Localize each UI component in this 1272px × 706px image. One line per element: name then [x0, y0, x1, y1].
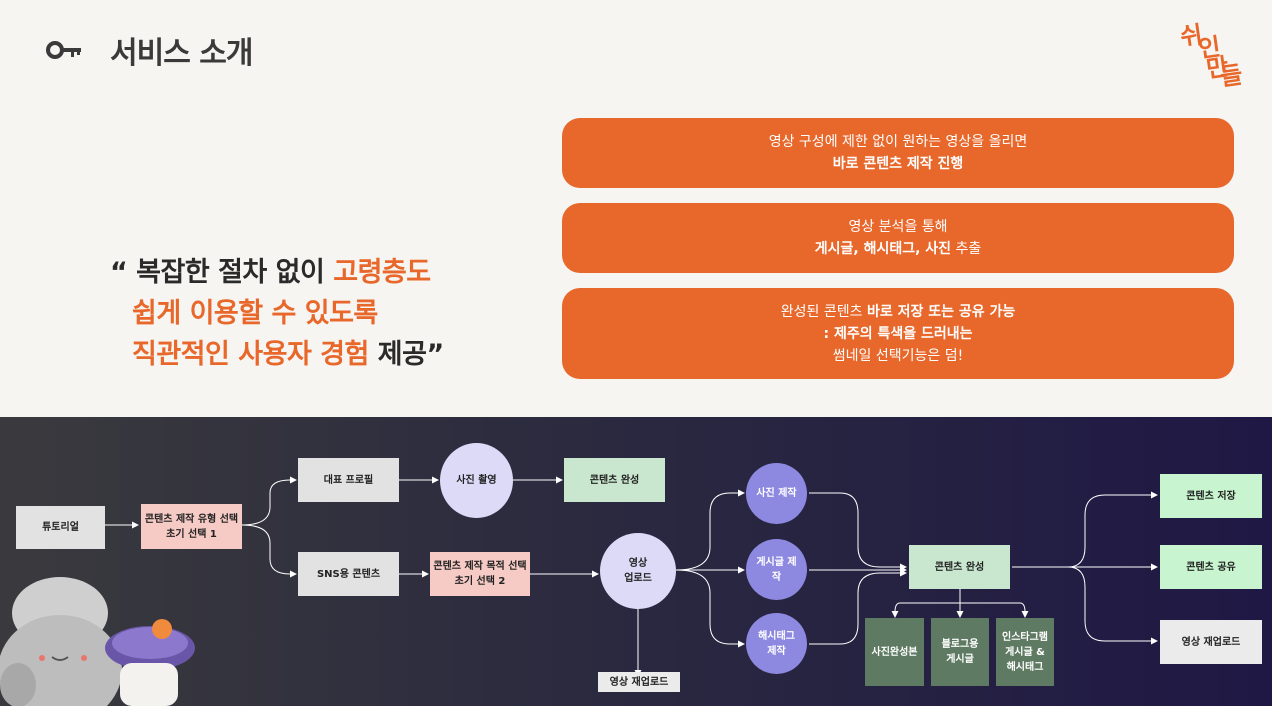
node-label: 영상 — [628, 558, 648, 569]
node-label: 영상 재업로드 — [609, 676, 669, 688]
node-label: 사진 제작 — [756, 488, 797, 499]
flow-node-post-make: 게시글 제 작 — [746, 539, 807, 600]
node-label: 해시태그 — [758, 630, 795, 642]
node-label: 콘텐츠 공유 — [1186, 561, 1236, 573]
flow-node-reupload-bottom: 영상 재업로드 — [598, 672, 680, 692]
node-label: 콘텐츠 저장 — [1186, 490, 1236, 502]
flow-node-save: 콘텐츠 저장 — [1160, 474, 1262, 518]
node-label: 인스타그램 — [1002, 631, 1048, 643]
page-title: 서비스 소개 — [110, 36, 253, 71]
feature-text-bold: 바로 저장 또는 공유 가능 — [866, 303, 1016, 320]
flow-node-hashtag-make: 해시태그 제작 — [746, 613, 807, 674]
node-label: 블로그용 — [941, 639, 979, 650]
flow-node-content-done-mid: 콘텐츠 완성 — [909, 545, 1010, 589]
node-label: 콘텐츠 제작 목적 선택 — [433, 561, 527, 572]
node-label: 콘텐츠 제작 유형 선택 — [144, 513, 239, 525]
flow-node-photo-final: 사진완성본 — [865, 618, 924, 686]
feature-card: 영상 구성에 제한 없이 원하는 영상을 올리면 바로 콘텐츠 제작 진행 — [562, 118, 1234, 188]
key-icon — [46, 41, 81, 59]
flow-node-insta-post: 인스타그램 게시글 & 해시태그 — [996, 618, 1054, 686]
quote-highlight: 쉽게 이용할 수 있도록 — [132, 298, 378, 329]
service-quote: “ 복잡한 절차 없이 고령층도 쉽게 이용할 수 있도록 직관적인 사용자 경… — [110, 252, 444, 375]
flow-node-tutorial: 튜토리얼 — [16, 506, 105, 549]
node-label: 사진완성본 — [871, 646, 918, 658]
node-label: SNS용 콘텐츠 — [316, 568, 381, 580]
flow-node-share: 콘텐츠 공유 — [1160, 545, 1262, 589]
node-label: 초기 선택 1 — [166, 528, 217, 540]
flow-node-type-select: 콘텐츠 제작 유형 선택 초기 선택 1 — [141, 504, 242, 549]
quote-highlight: 고령층도 — [333, 257, 431, 288]
feature-text: 추출 — [951, 241, 982, 257]
flow-node-blog-post: 블로그용 게시글 — [931, 618, 989, 686]
flow-node-profile: 대표 프로필 — [298, 458, 399, 502]
node-label: 초기 선택 2 — [454, 576, 506, 587]
node-label: 대표 프로필 — [323, 474, 374, 486]
node-label: 작 — [771, 571, 782, 583]
flow-node-photo-shoot: 사진 촬영 — [440, 443, 513, 518]
intro-section: 서비스 소개 쉬 인 만 들 “ 복잡한 절차 없이 고령층도 쉽게 이용할 수… — [46, 14, 1245, 379]
flow-node-content-done-top: 콘텐츠 완성 — [564, 458, 665, 502]
quote-close: 제공” — [368, 339, 444, 370]
logo-char: 들 — [1218, 60, 1245, 92]
node-label: 영상 재업로드 — [1181, 636, 1241, 648]
node-label: 게시글 — [946, 654, 974, 665]
feature-card: 완성된 콘텐츠 바로 저장 또는 공유 가능 : 제주의 특색을 드러내는 썸네… — [562, 288, 1234, 379]
mascot-illustration — [0, 577, 195, 706]
node-label: 해시태그 — [1006, 661, 1044, 673]
node-label: 콘텐츠 완성 — [589, 474, 640, 486]
flow-diagram: 튜토리얼 콘텐츠 제작 유형 선택 초기 선택 1 대표 프로필 SNS용 콘텐… — [0, 417, 1272, 706]
quote-open: “ 복잡한 절차 없이 — [110, 257, 334, 288]
feature-text-bold: 게시글, 해시태그, 사진 — [814, 241, 952, 257]
feature-text: 영상 구성에 제한 없이 원하는 영상을 올리면 — [768, 134, 1028, 150]
feature-text: 썸네일 선택기능은 덤! — [832, 347, 964, 364]
node-label: 게시글 제 — [756, 556, 797, 568]
flow-connectors — [105, 476, 1158, 677]
feature-text-bold: : 제주의 특색을 드러내는 — [823, 325, 973, 342]
feature-card: 영상 분석을 통해 게시글, 해시태그, 사진 추출 — [562, 203, 1234, 273]
node-label: 게시글 & — [1005, 646, 1045, 658]
node-label: 업로드 — [624, 573, 652, 584]
logo: 쉬 인 만 들 — [1176, 14, 1245, 92]
node-label: 제작 — [767, 645, 786, 657]
flow-node-sns: SNS용 콘텐츠 — [298, 552, 399, 596]
flow-node-video-upload: 영상 업로드 — [600, 533, 676, 609]
feature-text: 완성된 콘텐츠 — [780, 303, 867, 320]
flow-node-purpose-select: 콘텐츠 제작 목적 선택 초기 선택 2 — [430, 552, 530, 596]
feature-text: 영상 분석을 통해 — [848, 219, 948, 235]
node-label: 사진 촬영 — [456, 475, 497, 486]
node-label: 튜토리얼 — [42, 522, 79, 533]
flow-node-reupload-right: 영상 재업로드 — [1160, 620, 1262, 664]
quote-highlight: 직관적인 사용자 경험 — [132, 339, 369, 370]
flow-node-photo-make: 사진 제작 — [746, 463, 807, 524]
node-label: 콘텐츠 완성 — [934, 561, 985, 573]
feature-text-bold: 바로 콘텐츠 제작 진행 — [832, 156, 964, 172]
